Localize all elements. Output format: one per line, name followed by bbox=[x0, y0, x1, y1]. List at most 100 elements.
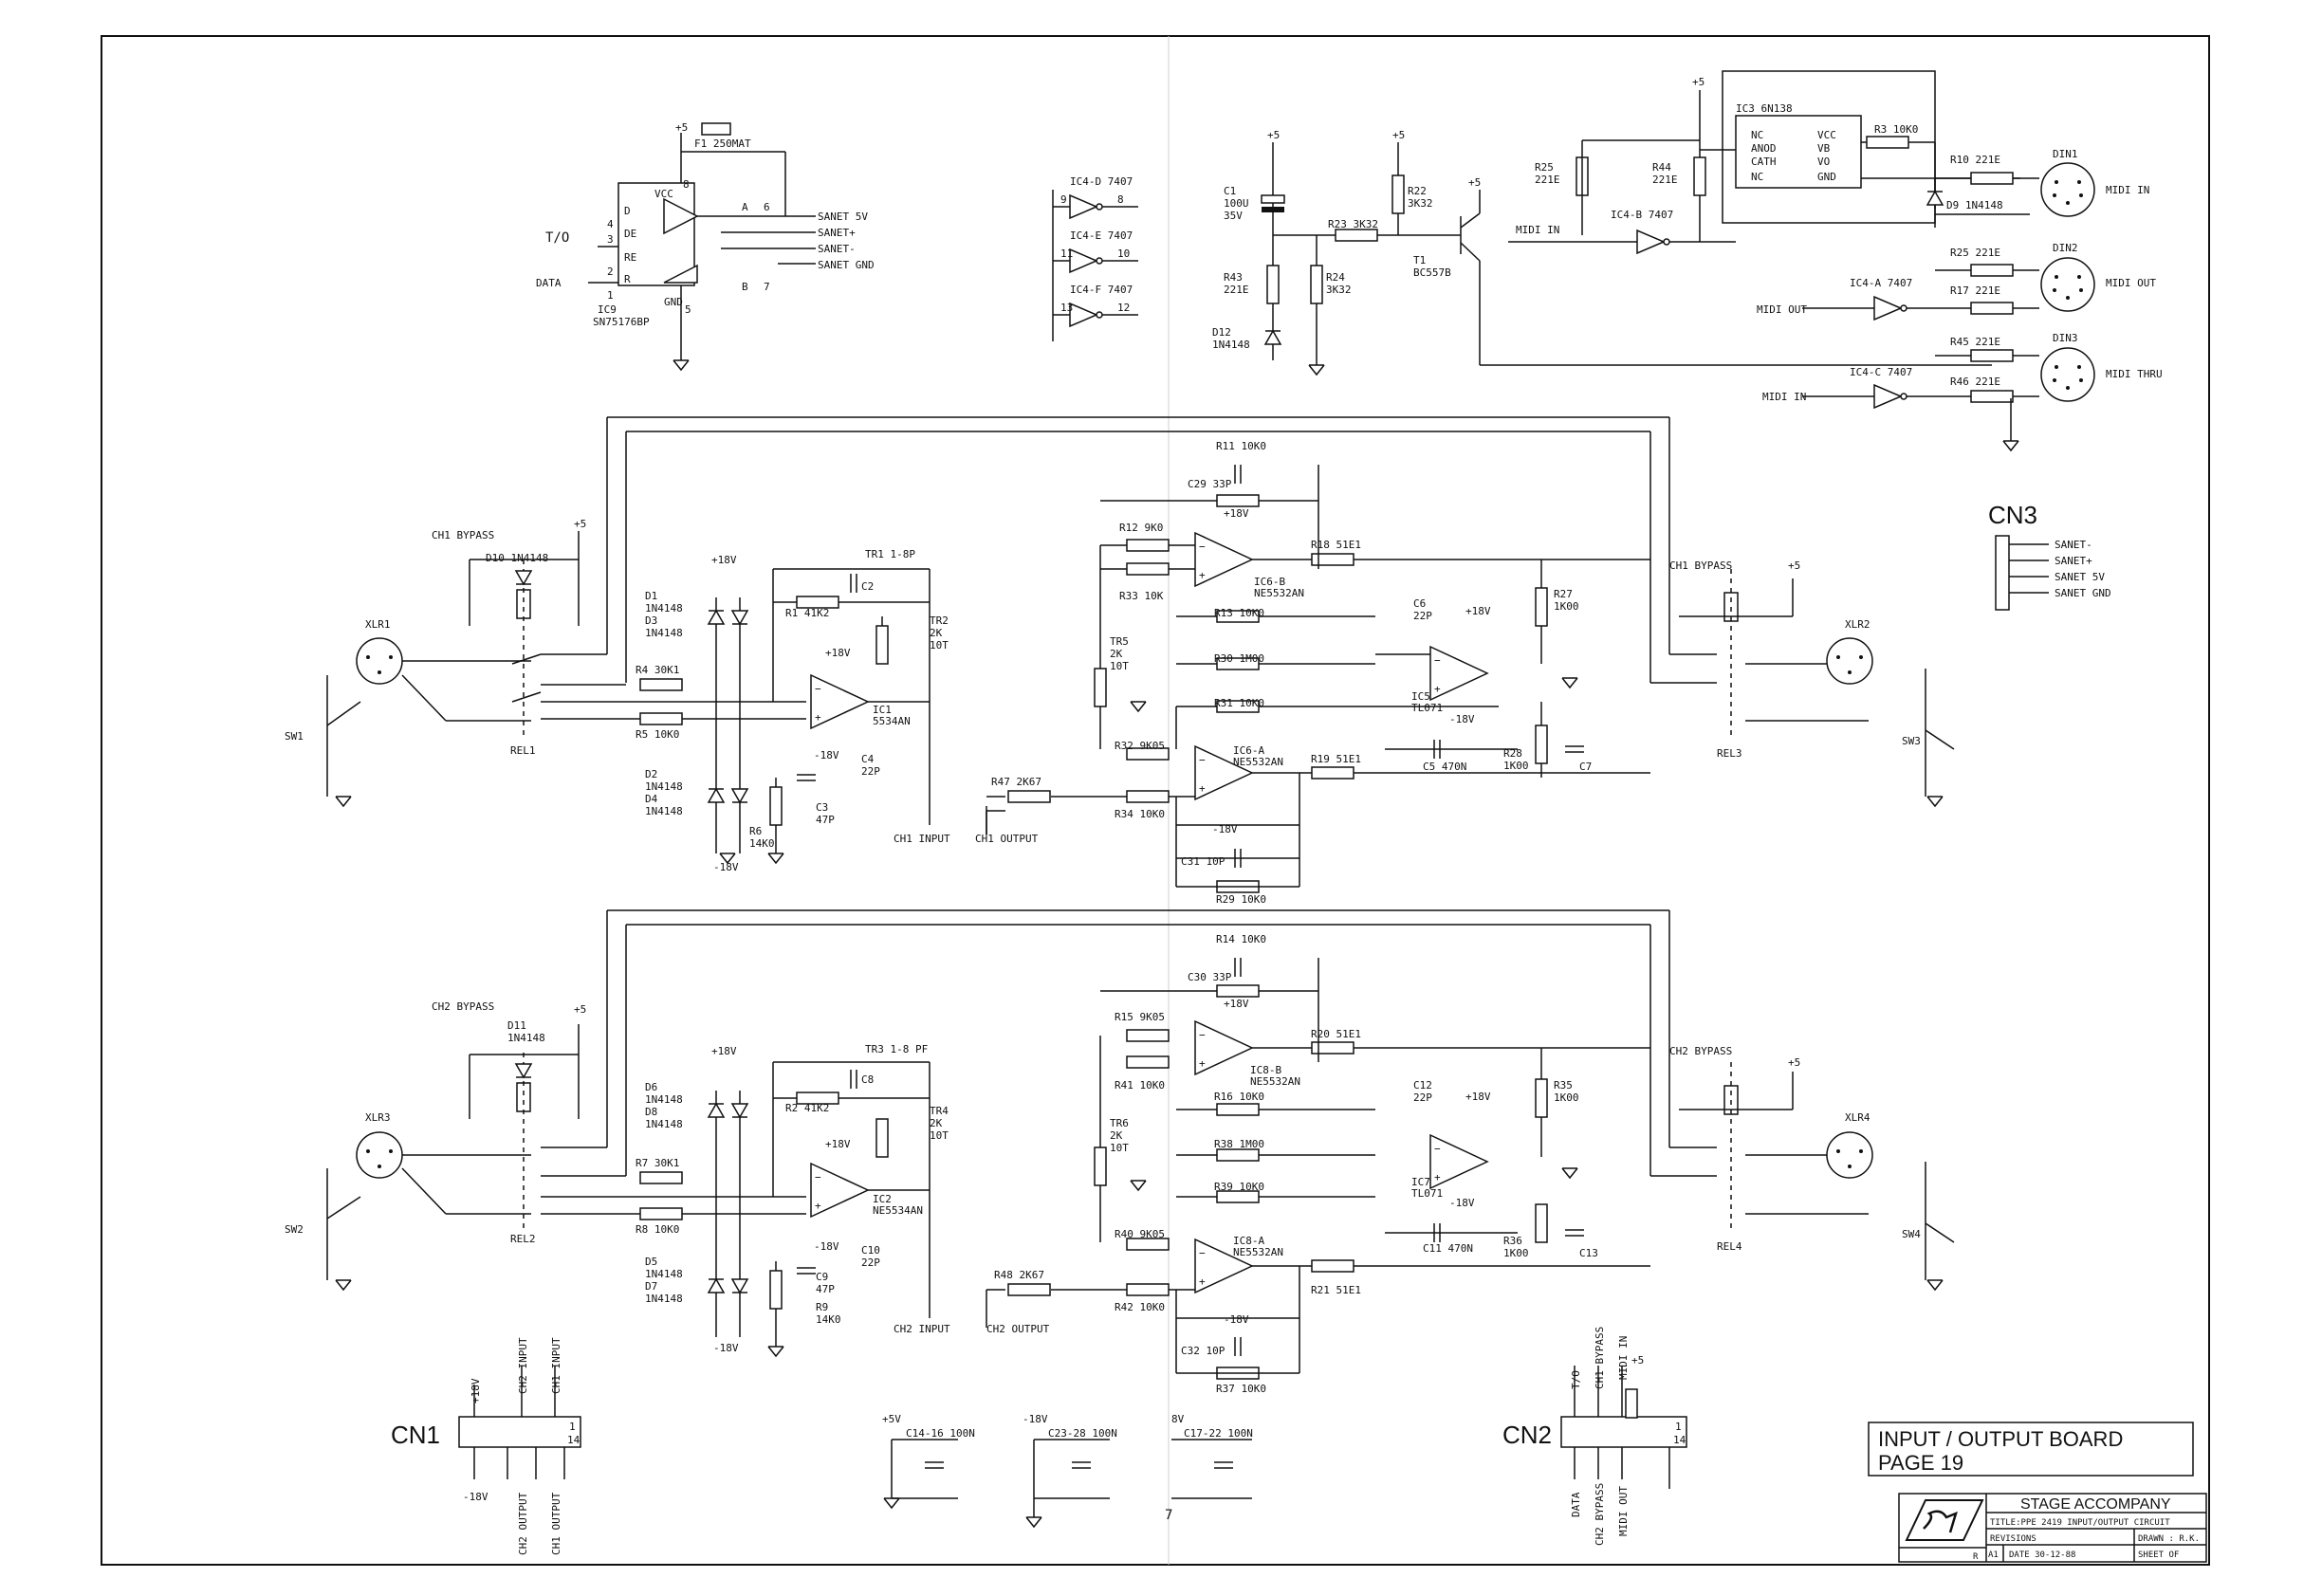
r3-label: R3 10K0 bbox=[1874, 123, 1918, 136]
xlr2-label: XLR2 bbox=[1845, 618, 1870, 631]
ch1-output-label: CH1 OUTPUT bbox=[975, 833, 1039, 845]
r9-label: R9 bbox=[816, 1301, 828, 1313]
tr5-value: 2K bbox=[1110, 648, 1123, 660]
r27-value: 1K00 bbox=[1554, 600, 1579, 613]
ic2-value: NE5534AN bbox=[873, 1204, 923, 1217]
company-logo bbox=[1905, 1499, 1984, 1541]
tr5-turns: 10T bbox=[1110, 660, 1129, 672]
c5-label: C5 470N bbox=[1423, 761, 1466, 773]
d8-value: 1N4148 bbox=[645, 1118, 683, 1130]
cn3-connector: CN3 SANET- SANET+ SANET 5V SANET GND bbox=[1988, 501, 2111, 611]
buffer-e-label: IC4-E 7407 bbox=[1070, 229, 1133, 242]
sanet-out-gnd: SANET GND bbox=[818, 259, 875, 271]
d1-value: 1N4148 bbox=[645, 602, 683, 615]
cn1-top-ch2-input: CH2 INPUT bbox=[517, 1337, 529, 1394]
sanet-ic-part: SN75176BP bbox=[593, 316, 650, 328]
sanet-pin-vcc: VCC bbox=[654, 188, 673, 200]
c12-label: C12 bbox=[1413, 1079, 1432, 1092]
tr2-turns: 10T bbox=[930, 639, 949, 651]
sanet-pin-a: A bbox=[742, 201, 748, 213]
ch1-ic6a-minus18: -18V bbox=[1212, 823, 1238, 835]
midi-in-connector: MIDI IN bbox=[2106, 184, 2149, 196]
xlr1-label: XLR1 bbox=[365, 618, 391, 631]
ch2-plus18-diodes: +18V bbox=[711, 1045, 737, 1057]
r48-label: R48 2K67 bbox=[994, 1269, 1044, 1281]
drawn-by: DRAWN : R.K. bbox=[2138, 1534, 2200, 1544]
r40-label: R40 9K05 bbox=[1115, 1228, 1165, 1240]
rel3-label: REL3 bbox=[1717, 747, 1742, 760]
tr6-label: TR6 bbox=[1110, 1117, 1129, 1129]
ic3-label: IC3 6N138 bbox=[1736, 102, 1793, 115]
sanet-pin-b: B bbox=[742, 281, 748, 293]
cn2-top-midi-in: MIDI IN bbox=[1617, 1336, 1630, 1380]
company-name: STAGE ACCOMPANY bbox=[2020, 1496, 2171, 1513]
c2-label: C2 bbox=[861, 580, 874, 593]
sanet-pin-re: RE bbox=[624, 251, 636, 264]
d4-value: 1N4148 bbox=[645, 805, 683, 817]
cn2-top-io: T/O bbox=[1570, 1370, 1582, 1389]
r29-label: R29 10K0 bbox=[1216, 893, 1266, 906]
decoupling-5v-rail: +5V bbox=[882, 1413, 901, 1425]
sanet-pinnum-2: 2 bbox=[607, 266, 614, 278]
r1-label: R1 41K2 bbox=[785, 607, 829, 619]
cn2-top-plus5: +5 bbox=[1631, 1354, 1644, 1367]
sanet-pinnum-6: 6 bbox=[764, 201, 770, 213]
unused-buffers: IC4-D 7407 9 8 IC4-E 7407 11 10 IC4-F 74… bbox=[1052, 175, 1138, 341]
d2-value: 1N4148 bbox=[645, 780, 683, 793]
r39-label: R39 10K0 bbox=[1214, 1181, 1264, 1193]
r16-label: R16 10K0 bbox=[1214, 1091, 1264, 1103]
revisions-label: REVISIONS bbox=[1990, 1534, 2036, 1544]
ch2-ic8a-minus18: -18V bbox=[1224, 1313, 1249, 1326]
c6-label: C6 bbox=[1413, 597, 1426, 610]
c9-value: 47P bbox=[816, 1283, 835, 1295]
ic5-value: TL071 bbox=[1411, 702, 1443, 714]
r12-label: R12 9K0 bbox=[1119, 522, 1163, 534]
ch2-ic2-minus18: -18V bbox=[814, 1240, 839, 1253]
cn2-top-ch1-bypass: CH1 BYPASS bbox=[1594, 1327, 1606, 1389]
decoupling-minus18-caps: C23-28 100N bbox=[1048, 1427, 1117, 1440]
c31-label: C31 10P bbox=[1181, 855, 1226, 868]
din1-label: DIN1 bbox=[2053, 148, 2078, 160]
buffer-d-out: 8 bbox=[1117, 193, 1124, 206]
ch2-out-bypass-label: CH2 BYPASS bbox=[1669, 1045, 1732, 1057]
buffer-f-label: IC4-F 7407 bbox=[1070, 284, 1133, 296]
c11-label: C11 470N bbox=[1423, 1242, 1473, 1255]
c13-label: C13 bbox=[1579, 1247, 1598, 1259]
drawing-title: TITLE:PPE 2419 INPUT/OUTPUT CIRCUIT bbox=[1990, 1518, 2170, 1528]
mute-supply-1: +5 bbox=[1267, 129, 1280, 141]
r-mark: R bbox=[1973, 1552, 1979, 1562]
sanet-ic-name: IC9 bbox=[598, 303, 617, 316]
midi-in-label-1: MIDI IN bbox=[1516, 224, 1559, 236]
d12-label: D12 bbox=[1212, 326, 1231, 339]
midi-out-connector: MIDI OUT bbox=[2106, 277, 2156, 289]
ic3-pin-vo: VO bbox=[1817, 156, 1830, 168]
d11-value: 1N4148 bbox=[507, 1032, 545, 1044]
cn1-pin-14: 14 bbox=[567, 1434, 580, 1446]
ic3-pin-anod: ANOD bbox=[1751, 142, 1777, 155]
r34-label: R34 10K0 bbox=[1115, 808, 1165, 820]
c29-label: C29 33P bbox=[1188, 478, 1232, 490]
decoupling-8v-caps: C17-22 100N bbox=[1184, 1427, 1253, 1440]
c1-label: C1 bbox=[1224, 185, 1236, 197]
r25-label: R25 bbox=[1535, 161, 1554, 174]
c7-label: C7 bbox=[1579, 761, 1592, 773]
cn2-label: CN2 bbox=[1502, 1421, 1552, 1449]
r36-label: R36 bbox=[1503, 1235, 1522, 1247]
board-title: INPUT / OUTPUT BOARD bbox=[1878, 1427, 2123, 1451]
d4-label: D4 bbox=[645, 793, 658, 805]
r2-label: R2 41K2 bbox=[785, 1102, 829, 1114]
c3-value: 47P bbox=[816, 814, 835, 826]
page-mark: 7 bbox=[1165, 1508, 1172, 1523]
xlr4-label: XLR4 bbox=[1845, 1111, 1870, 1124]
c10-label: C10 bbox=[861, 1244, 880, 1257]
d5-label: D5 bbox=[645, 1256, 657, 1268]
ic3-pin-vcc: VCC bbox=[1817, 129, 1836, 141]
sanet-pinnum-1: 1 bbox=[607, 289, 614, 302]
cn1-bottom-ch2-output: CH2 OUTPUT bbox=[517, 1492, 529, 1555]
r10-label: R10 221E bbox=[1950, 154, 2000, 166]
r28-label: R28 bbox=[1503, 747, 1522, 760]
sanet-fuse: F1 250MAT bbox=[694, 138, 751, 150]
r4-label: R4 30K1 bbox=[636, 664, 679, 676]
ic4c-label: IC4-C 7407 bbox=[1850, 366, 1912, 378]
